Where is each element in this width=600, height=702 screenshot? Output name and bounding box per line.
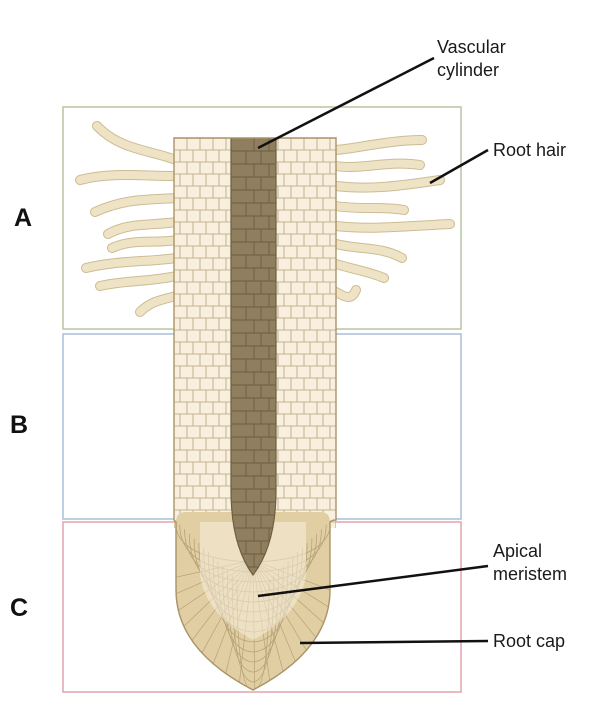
root-hair xyxy=(104,218,180,238)
leader-line-root-cap xyxy=(299,639,489,645)
vascular-outline xyxy=(230,138,277,577)
zone-label-c: C xyxy=(10,594,28,622)
vascular-cylinder xyxy=(231,138,276,575)
label-root-hair: Root hair xyxy=(493,140,566,160)
root-hair xyxy=(332,159,424,171)
zone-label-a: A xyxy=(14,204,32,232)
root-hair xyxy=(332,260,388,282)
root-hair xyxy=(76,171,180,184)
leader-line-root-hair xyxy=(429,148,489,185)
leader-line-vascular-cylinder xyxy=(257,56,435,150)
root-hair xyxy=(332,202,408,214)
root-outline xyxy=(173,137,337,691)
leader-line-apical-meristem xyxy=(257,564,489,598)
root-hair xyxy=(136,292,180,316)
root-hair xyxy=(332,220,454,232)
label-apical-line2: meristem xyxy=(493,564,567,584)
root-hair xyxy=(332,240,406,262)
root-hair xyxy=(332,286,360,301)
root-hair xyxy=(332,176,444,192)
root-hair xyxy=(108,236,180,252)
root-hair xyxy=(96,272,180,290)
root-hair xyxy=(332,136,426,154)
root-hair xyxy=(91,194,180,216)
label-vascular-line2: cylinder xyxy=(437,60,499,80)
label-apical-line1: Apical xyxy=(493,541,542,561)
label-root-cap: Root cap xyxy=(493,631,565,651)
label-vascular-line1: Vascular xyxy=(437,37,506,57)
zone-label-b: B xyxy=(10,411,28,439)
root-hairs xyxy=(75,121,455,317)
root-hair xyxy=(93,122,180,164)
root-hair xyxy=(82,254,180,272)
